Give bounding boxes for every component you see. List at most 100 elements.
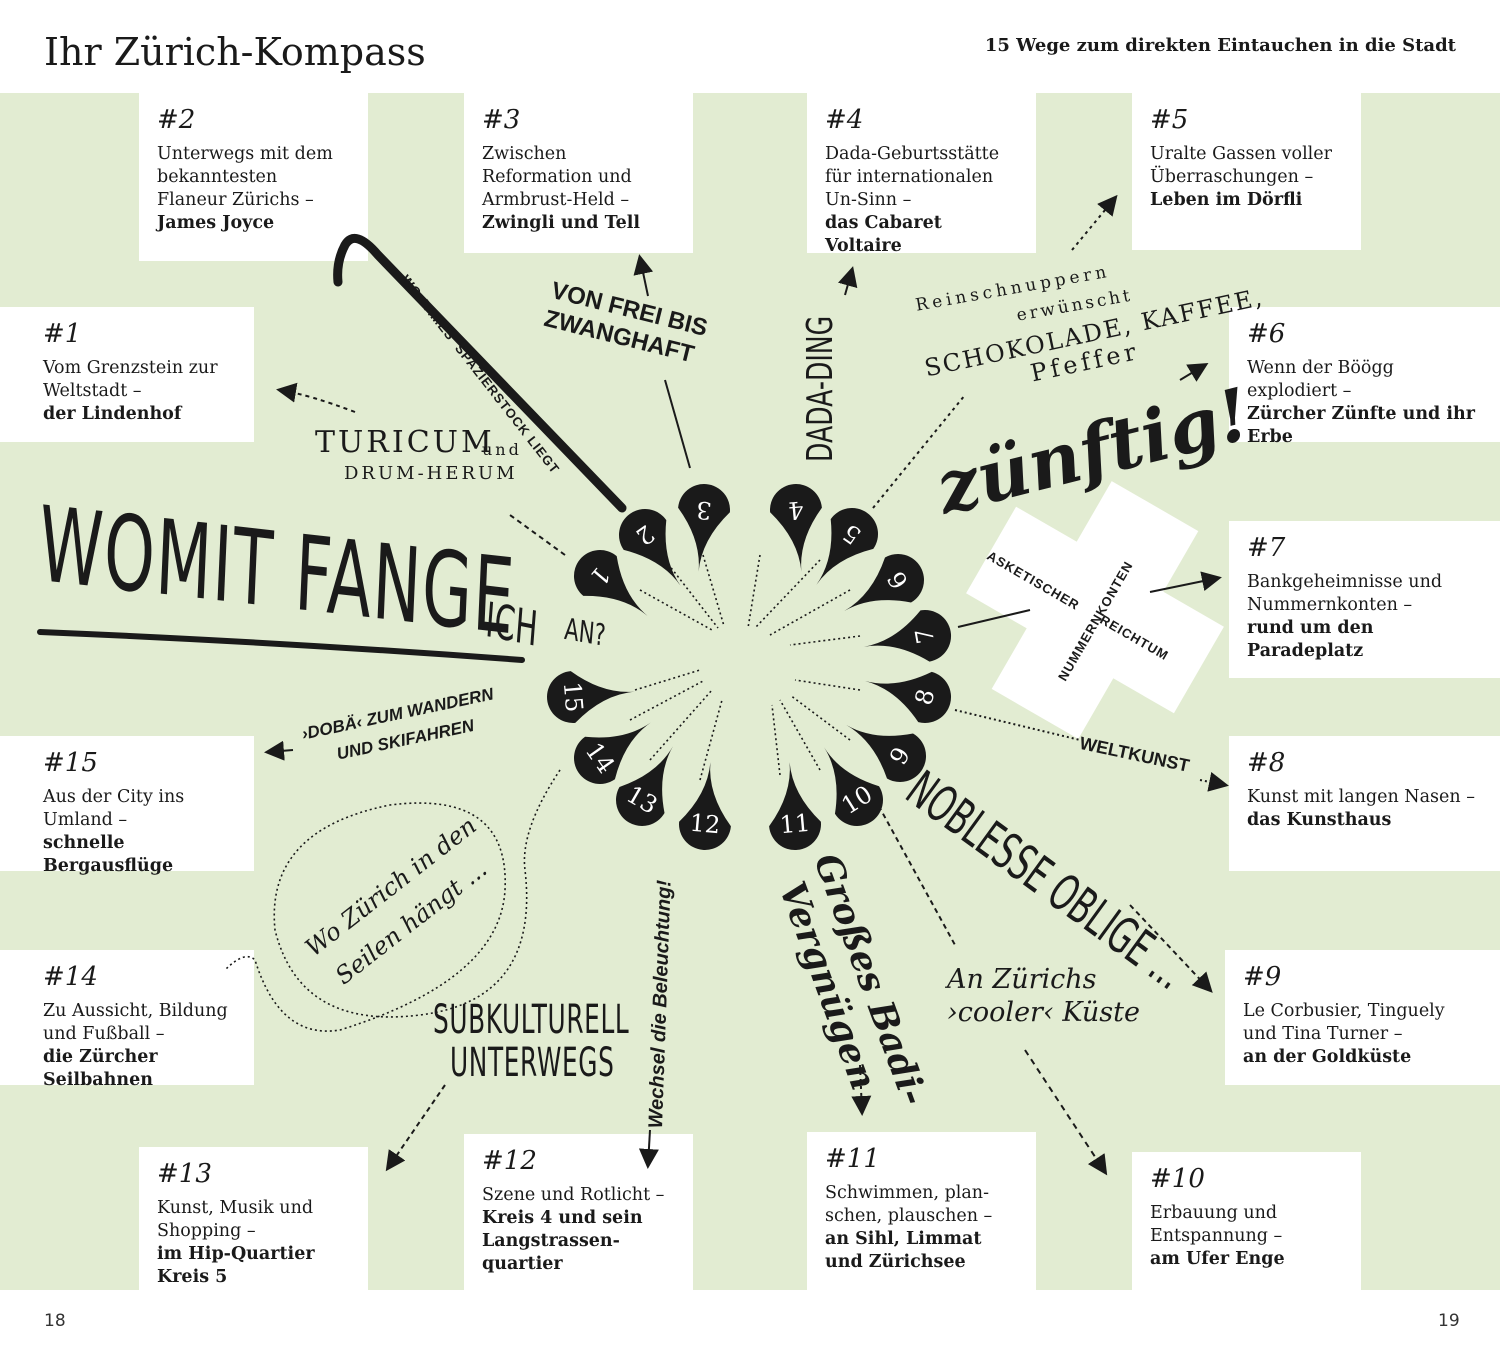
card-5: #5 Uralte Gassen voller Überraschungen –… (1132, 93, 1361, 250)
pin-shape (679, 762, 731, 850)
pin-6: 6 (844, 554, 925, 611)
card-3: #3 Zwischen Reformation und Armbrust-Hel… (464, 93, 693, 253)
card-number: #5 (1150, 105, 1189, 135)
card-highlight: der Lindenhof (43, 404, 182, 424)
card-number: #8 (1247, 748, 1286, 778)
card-text: Bankgeheimnisse und Nummernkonten – (1247, 572, 1443, 615)
pin-shape (824, 747, 884, 827)
pin-15: 15 (547, 671, 635, 723)
card-highlight: im Hip-Quartier Kreis 5 (157, 1244, 315, 1287)
card-highlight: die Zürcher Seilbahnen (43, 1047, 158, 1090)
card-highlight: James Joyce (157, 213, 275, 233)
pin-1: 1 (573, 549, 648, 616)
pin-number: 8 (909, 686, 940, 708)
card-highlight: Zwingli und Tell (482, 213, 641, 233)
card-text: Aus der City ins Umland – (43, 787, 185, 830)
green-background (0, 93, 1500, 1290)
card-text: Wenn der Böögg explodiert – (1247, 358, 1394, 401)
card-highlight: an Sihl, Limmat und Zürichsee (825, 1229, 982, 1272)
pin-shape (618, 509, 681, 586)
card-6: #6 Wenn der Böögg explodiert – Zürcher Z… (1229, 307, 1500, 447)
pin-shape (769, 762, 822, 851)
pin-12: 12 (679, 762, 731, 850)
card-text: Kunst mit langen Nasen – (1247, 787, 1475, 807)
card-highlight: rund um den Paradeplatz (1247, 618, 1374, 661)
card-8: #8 Kunst mit langen Nasen – das Kunsthau… (1229, 736, 1500, 871)
card-text: Erbauung und Entspannung – (1150, 1203, 1283, 1246)
card-number: #3 (482, 105, 521, 135)
card-highlight: schnelle Bergausflüge (43, 833, 174, 876)
pin-11: 11 (769, 762, 822, 851)
pin-shape (816, 507, 879, 585)
pin-2: 2 (618, 509, 681, 586)
card-9: #9 Le Corbusier, Tinguely und Tina Turne… (1225, 950, 1500, 1085)
card-highlight: Kreis 4 und sein Langstrassen-quartier (482, 1208, 643, 1274)
card-number: #12 (482, 1146, 537, 1176)
label-turicum-und: und (482, 440, 522, 459)
card-highlight: Leben im Dörfli (1150, 190, 1303, 210)
pin-number: 7 (910, 626, 940, 646)
card-text: Kunst, Musik und Shopping – (157, 1198, 314, 1241)
pin-8: 8 (865, 671, 952, 724)
pin-number: 11 (779, 809, 812, 840)
card-text: Le Corbusier, Tinguely und Tina Turner – (1243, 1001, 1445, 1044)
pin-shape (547, 671, 635, 723)
swiss-cross (966, 481, 1224, 739)
pin-shape (844, 554, 925, 611)
card-number: #2 (157, 105, 196, 135)
label-kueste-1: An Zürichs (947, 964, 1097, 995)
card-highlight: das Cabaret Voltaire (825, 213, 942, 256)
pin-number: 3 (695, 495, 713, 524)
pin-14: 14 (574, 722, 651, 784)
pin-number: 12 (689, 809, 722, 840)
page-number-right: 19 (1438, 1311, 1460, 1331)
headline-ich: ICH (483, 592, 540, 658)
label-drum-herum: DRUM-HERUM (344, 463, 518, 484)
headline-an: AN? (563, 612, 607, 654)
pin-4: 4 (770, 484, 822, 572)
card-number: #14 (43, 962, 98, 992)
card-highlight: am Ufer Enge (1150, 1249, 1285, 1269)
pin-shape (678, 484, 730, 572)
card-text: Vom Grenzstein zur Weltstadt – (43, 358, 218, 401)
walking-cane-icon (333, 233, 627, 513)
card-text: Schwimmen, plan-schen, plauschen – (825, 1183, 993, 1226)
card-number: #15 (43, 748, 98, 778)
pin-shape (770, 484, 822, 572)
card-number: #11 (825, 1144, 880, 1174)
pin-number: 15 (558, 681, 589, 714)
card-1: #1 Vom Grenzstein zur Weltstadt – der Li… (0, 307, 254, 442)
pin-7: 7 (863, 609, 952, 662)
pin-shape (573, 549, 648, 616)
card-number: #7 (1247, 533, 1286, 563)
label-turicum: TURICUM (315, 425, 495, 460)
headline-underline (37, 629, 525, 663)
card-11: #11 Schwimmen, plan-schen, plauschen – a… (807, 1132, 1036, 1290)
card-highlight: Zürcher Zünfte und ihr Erbe (1247, 404, 1475, 447)
card-4: #4 Dada-Geburtsstätte für internationale… (807, 93, 1036, 256)
card-number: #10 (1150, 1164, 1205, 1194)
pin-13: 13 (615, 746, 673, 827)
card-number: #6 (1247, 319, 1286, 349)
dotted-loop (224, 769, 561, 1032)
center-rays (629, 554, 861, 781)
card-number: #9 (1243, 962, 1282, 992)
pin-number: 4 (787, 495, 805, 524)
page-number-left: 18 (44, 1311, 66, 1331)
pin-shape (863, 609, 952, 662)
label-unterwegs: UNTERWEGS (450, 1040, 615, 1086)
pin-shape (574, 722, 651, 784)
pin-shape (846, 725, 927, 783)
page-subtitle: 15 Wege zum direkten Eintauchen in die S… (984, 35, 1456, 56)
label-subkulturell: SUBKULTURELL (433, 997, 630, 1043)
card-number: #1 (43, 319, 82, 349)
card-text: Zu Aussicht, Bildung und Fußball – (43, 1001, 228, 1044)
pin-shape (865, 671, 952, 724)
label-dada-ding: DADA-DING (800, 315, 841, 462)
card-text: Zwischen Reformation und Armbrust-Held – (482, 144, 632, 210)
card-15: #15 Aus der City ins Umland – schnelle B… (0, 736, 254, 876)
card-10: #10 Erbauung und Entspannung – am Ufer E… (1132, 1152, 1361, 1290)
label-kueste-2: ›cooler‹ Küste (947, 997, 1140, 1028)
